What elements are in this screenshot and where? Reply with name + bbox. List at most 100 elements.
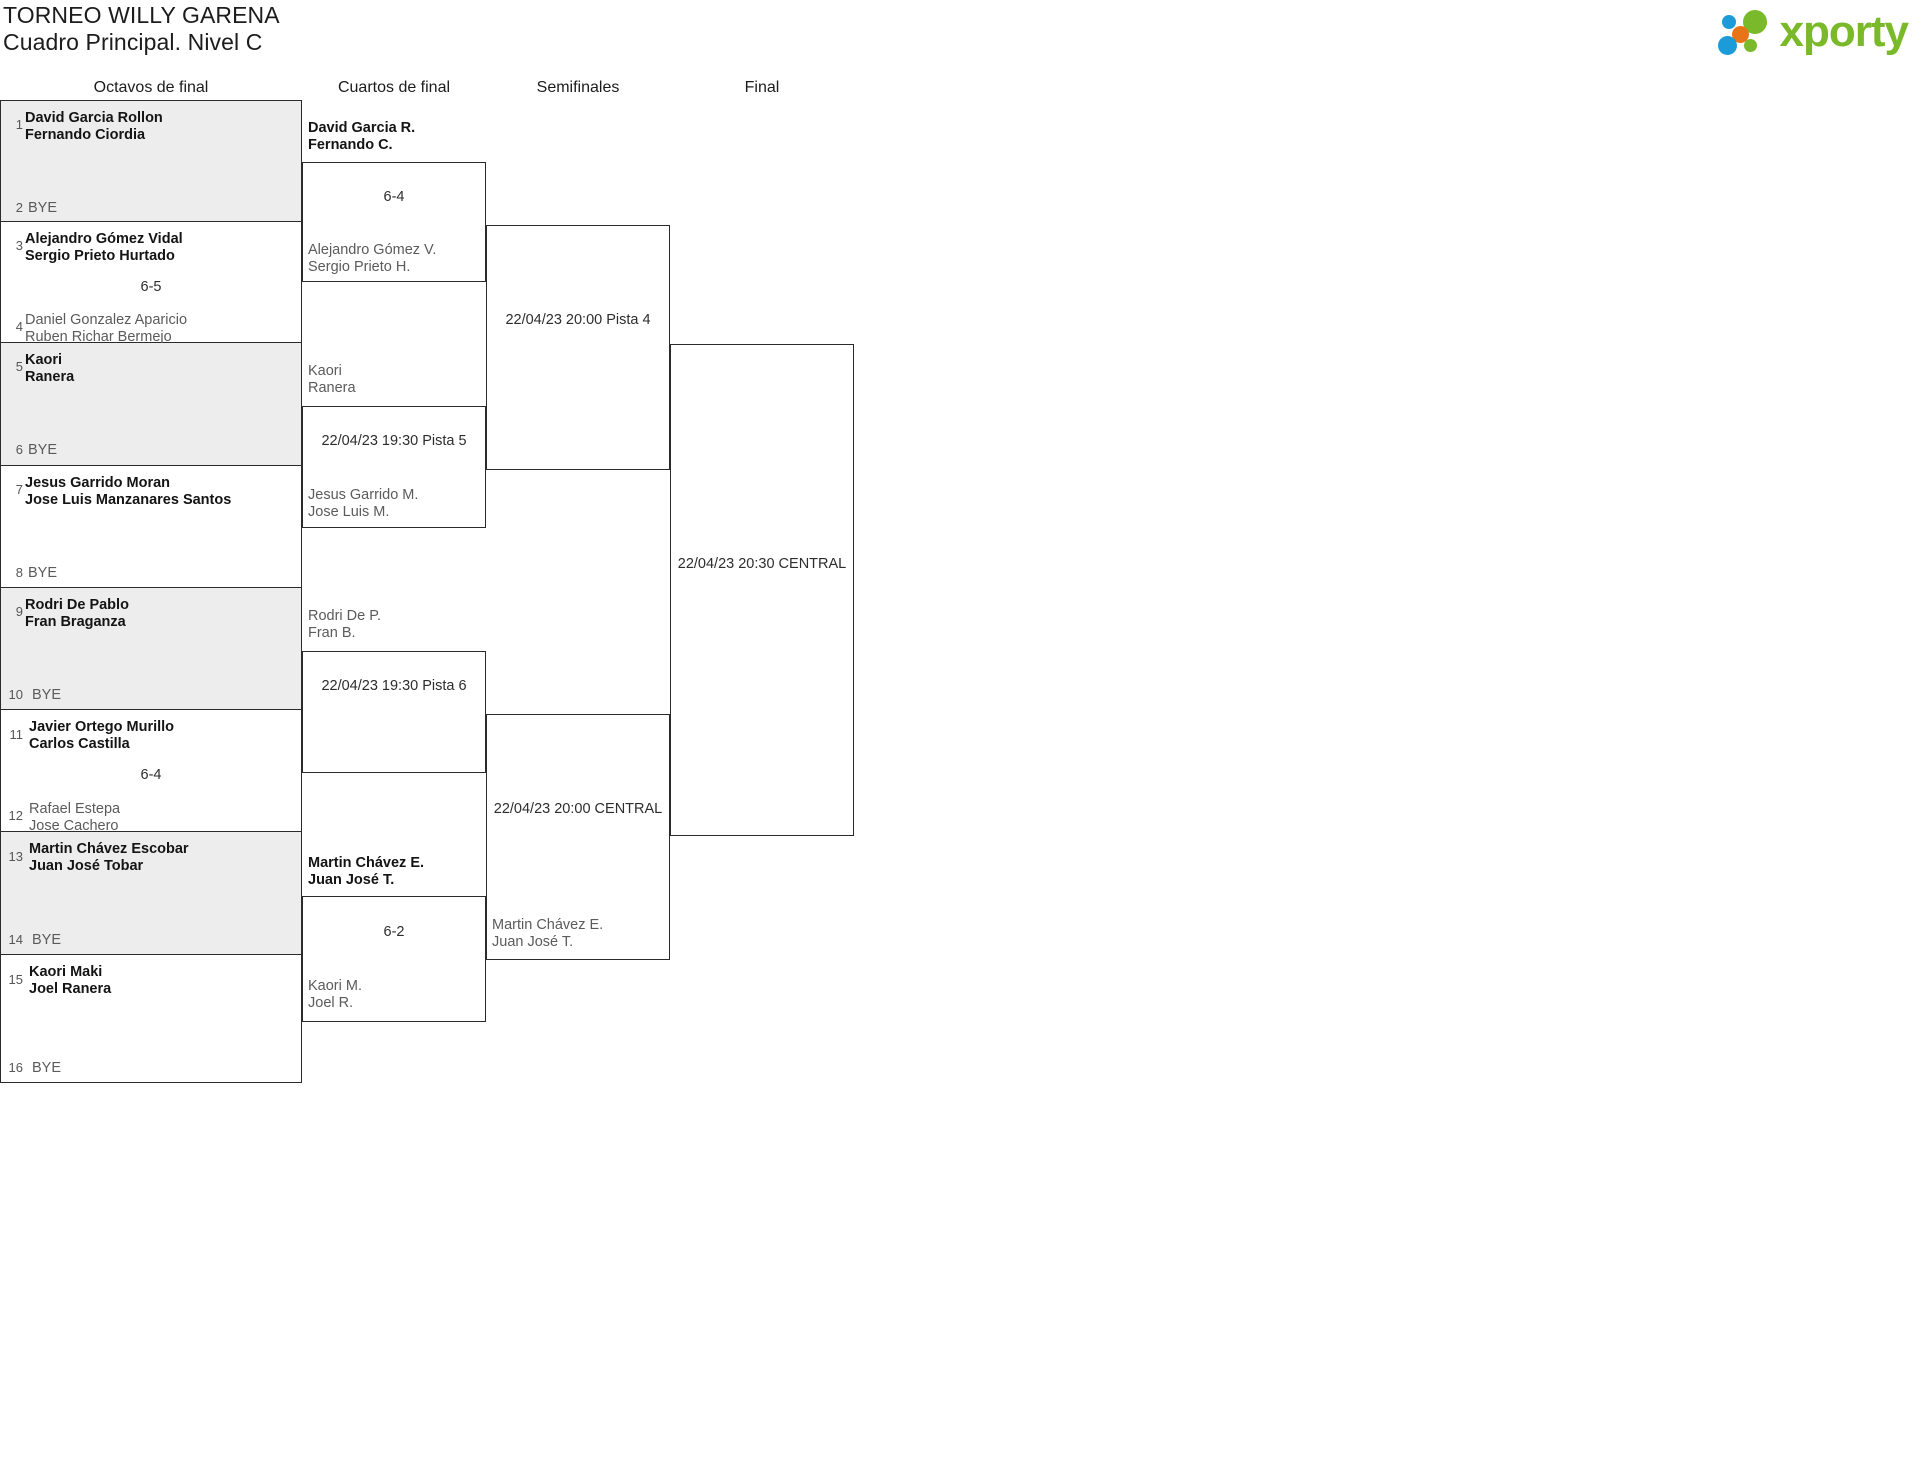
seed-number: 7 xyxy=(15,482,23,497)
qf-match-2-box[interactable] xyxy=(302,406,486,528)
player-line-2: Jose Luis M. xyxy=(308,503,390,520)
seed-number: 10 xyxy=(8,687,23,702)
seed-players: Alejandro Gómez Vidal Sergio Prieto Hurt… xyxy=(25,231,295,264)
player-line-2: Sergio Prieto H. xyxy=(308,258,411,275)
seed-block-3[interactable]: 5 Kaori Ranera 6 BYE xyxy=(0,343,302,466)
seed-block-1[interactable]: 1 David Garcia Rollon Fernando Ciordia 2… xyxy=(0,100,302,222)
seed-number: 6 xyxy=(15,442,23,457)
bye-label: BYE xyxy=(32,1060,62,1076)
sf-match-2-schedule: 22/04/23 20:00 CENTRAL xyxy=(493,801,663,817)
sf-match-1-box[interactable] xyxy=(486,225,670,470)
logo-dot-orange xyxy=(1731,26,1749,43)
sf-match-2-box[interactable] xyxy=(486,714,670,960)
bye-label: BYE xyxy=(28,565,58,581)
seed-number: 12 xyxy=(8,808,23,823)
qf-match-4-score: 6-2 xyxy=(383,924,405,940)
page-title: TORNEO WILLY GARENA xyxy=(3,2,280,28)
player-line-2: Ruben Richar Bermejo xyxy=(25,328,172,345)
logo-dot-green-small xyxy=(1743,39,1757,52)
logo-dots-icon xyxy=(1717,9,1776,55)
seed-number: 1 xyxy=(15,117,23,132)
player-line-2: Ranera xyxy=(25,368,75,385)
seed-players: Javier Ortego Murillo Carlos Castilla xyxy=(29,719,295,752)
player-line-2: Ranera xyxy=(308,379,356,396)
player-line-2: Joel R. xyxy=(308,994,354,1011)
qf-match-4-box[interactable] xyxy=(302,896,486,1022)
qf-match-3-box[interactable] xyxy=(302,651,486,773)
match-score: 6-4 xyxy=(140,767,162,783)
round-header-octavos: Octavos de final xyxy=(93,79,209,96)
player-line-1: Jesus Garrido M. xyxy=(308,487,419,503)
qf-match-2-bottom-player: Jesus Garrido M. Jose Luis M. xyxy=(308,487,418,520)
seed-number: 15 xyxy=(8,972,23,987)
player-line-1: Rafael Estepa xyxy=(29,801,121,817)
page-subtitle: Cuadro Principal. Nivel C xyxy=(3,29,263,55)
seed-players: Kaori Maki Joel Ranera xyxy=(29,964,295,997)
qf-match-1-box[interactable] xyxy=(302,162,486,282)
final-match-box[interactable] xyxy=(670,344,854,836)
player-line-1: Rodri De Pablo xyxy=(25,597,129,613)
player-line-1: Martin Chávez E. xyxy=(492,917,604,933)
player-line-1: Kaori Maki xyxy=(29,964,103,980)
bye-label: BYE xyxy=(32,932,62,948)
player-line-1: Martin Chávez E. xyxy=(308,855,425,871)
seed-block-8[interactable]: 15 Kaori Maki Joel Ranera 16 BYE xyxy=(0,955,302,1083)
bye-label: BYE xyxy=(28,200,58,216)
round-header-final: Final xyxy=(744,79,780,96)
qf-match-3-schedule: 22/04/23 19:30 Pista 6 xyxy=(321,678,467,694)
sf-match-2-bottom-player: Martin Chávez E. Juan José T. xyxy=(492,917,603,950)
round-header-semifinales: Semifinales xyxy=(536,79,620,96)
seed-number: 2 xyxy=(15,200,23,215)
player-line-2: Jose Luis Manzanares Santos xyxy=(25,491,232,508)
xporty-logo[interactable]: xporty xyxy=(1717,6,1909,58)
player-line-2: Carlos Castilla xyxy=(29,735,130,752)
player-line-1: Daniel Gonzalez Aparicio xyxy=(25,312,188,328)
seed-players: Kaori Ranera xyxy=(25,352,295,385)
seed-players: Rodri De Pablo Fran Braganza xyxy=(25,597,295,630)
seed-number: 13 xyxy=(8,849,23,864)
seed-block-2[interactable]: 3 Alejandro Gómez Vidal Sergio Prieto Hu… xyxy=(0,222,302,345)
sf-match-1-schedule: 22/04/23 20:00 Pista 4 xyxy=(505,312,651,328)
bye-label: BYE xyxy=(32,687,62,703)
player-line-2: Jose Cachero xyxy=(29,817,119,834)
seed-players: Martin Chávez Escobar Juan José Tobar xyxy=(29,841,295,874)
bye-label: BYE xyxy=(28,442,58,458)
player-line-1: Kaori xyxy=(25,352,63,368)
seed-number: 8 xyxy=(15,565,23,580)
seed-block-7[interactable]: 13 Martin Chávez Escobar Juan José Tobar… xyxy=(0,832,302,955)
seed-players: Rafael Estepa Jose Cachero xyxy=(29,801,295,834)
match-score: 6-5 xyxy=(140,279,162,295)
player-line-1: Javier Ortego Murillo xyxy=(29,719,175,735)
player-line-1: Kaori xyxy=(308,363,342,379)
player-line-1: David Garcia R. xyxy=(308,120,416,136)
seed-block-5[interactable]: 9 Rodri De Pablo Fran Braganza 10 BYE xyxy=(0,588,302,710)
player-line-2: Joel Ranera xyxy=(29,980,112,997)
qf-match-3-top-player: Rodri De P. Fran B. xyxy=(308,608,381,641)
player-line-2: Fran B. xyxy=(308,624,356,641)
player-line-1: David Garcia Rollon xyxy=(25,110,163,126)
seed-block-4[interactable]: 7 Jesus Garrido Moran Jose Luis Manzanar… xyxy=(0,466,302,588)
player-line-1: Rodri De P. xyxy=(308,608,382,624)
seed-block-6[interactable]: 11 Javier Ortego Murillo Carlos Castilla… xyxy=(0,710,302,834)
qf-match-1-score: 6-4 xyxy=(383,189,405,205)
seed-number: 4 xyxy=(15,319,23,334)
qf-match-2-top-player: Kaori Ranera xyxy=(308,363,356,396)
seed-number: 11 xyxy=(9,727,24,742)
seed-number: 3 xyxy=(15,238,23,253)
seed-players: David Garcia Rollon Fernando Ciordia xyxy=(25,110,295,143)
logo-dot-blue-small xyxy=(1721,15,1736,29)
player-line-1: Kaori M. xyxy=(308,978,362,994)
title-block: TORNEO WILLY GARENA Cuadro Principal. Ni… xyxy=(3,2,280,56)
qf-match-4-bottom-player: Kaori M. Joel R. xyxy=(308,978,362,1011)
player-line-2: Sergio Prieto Hurtado xyxy=(25,247,175,264)
player-line-2: Juan José T. xyxy=(308,871,395,888)
player-line-1: Alejandro Gómez V. xyxy=(308,242,437,258)
player-line-2: Fernando Ciordia xyxy=(25,126,146,143)
player-line-1: Jesus Garrido Moran xyxy=(25,475,171,491)
qf-match-1-bottom-player: Alejandro Gómez V. Sergio Prieto H. xyxy=(308,242,436,275)
seed-players: Daniel Gonzalez Aparicio Ruben Richar Be… xyxy=(25,312,295,345)
qf-match-2-schedule: 22/04/23 19:30 Pista 5 xyxy=(321,433,467,449)
player-line-2: Juan José Tobar xyxy=(29,857,144,874)
seed-number: 9 xyxy=(15,604,23,619)
